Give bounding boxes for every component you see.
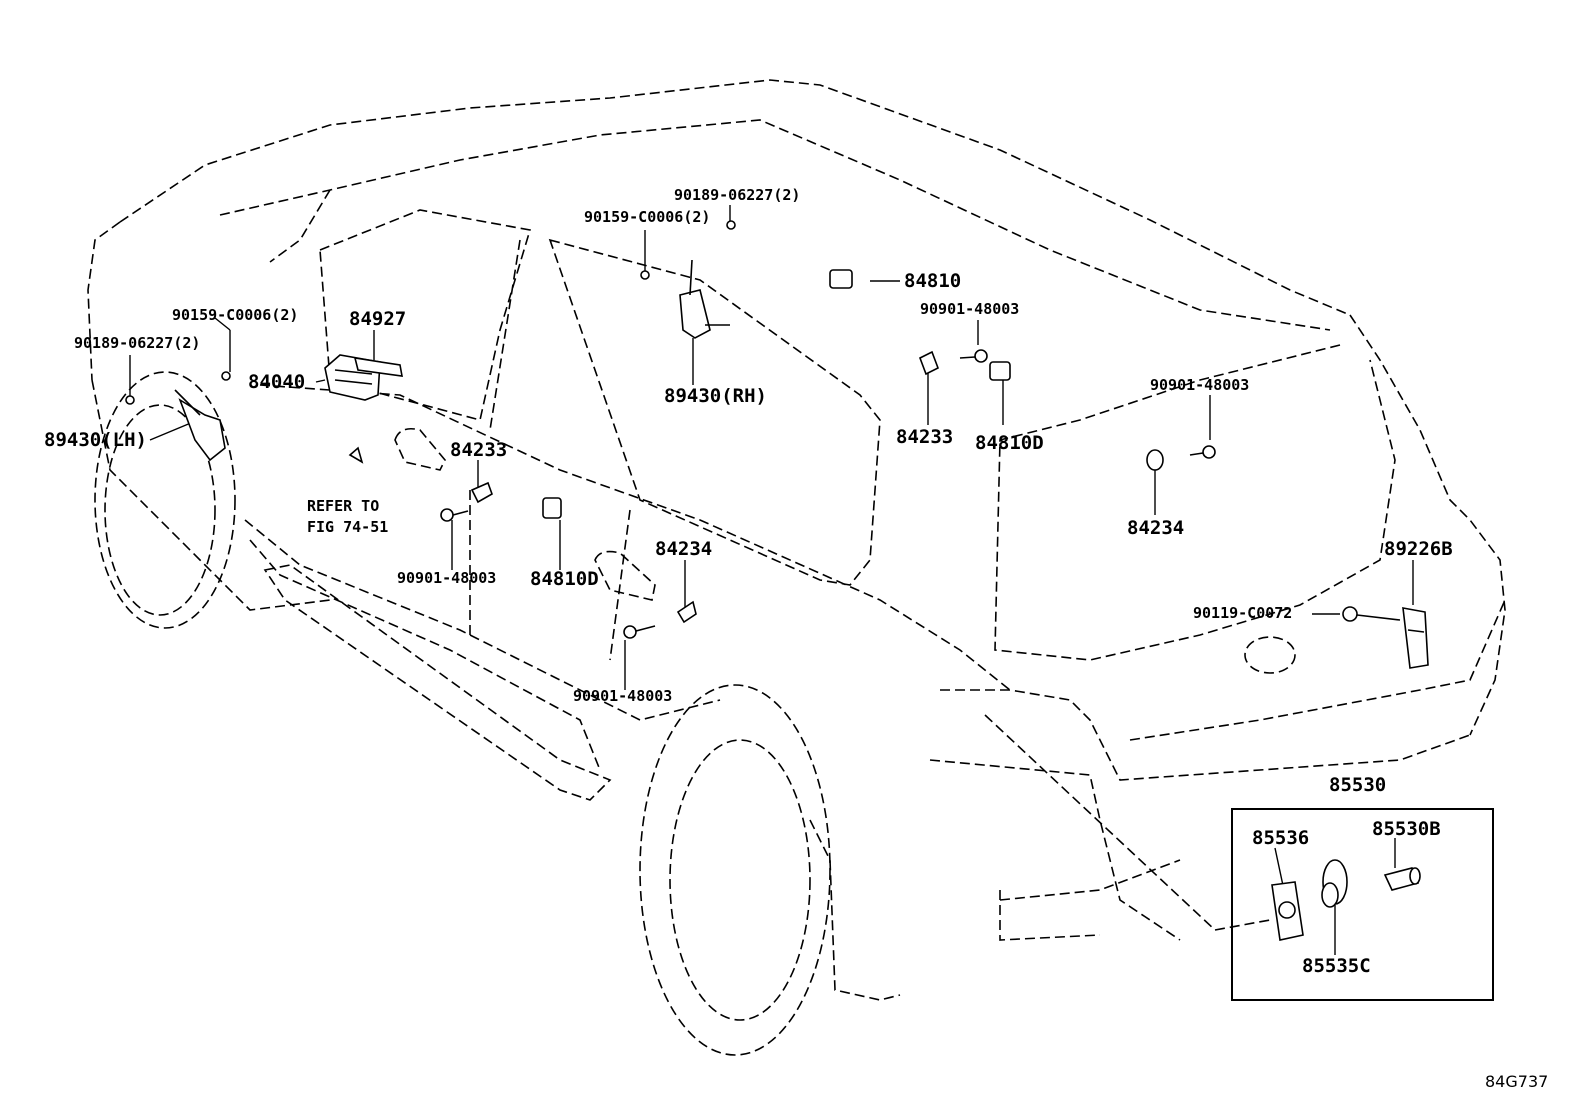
label-90189-left: 90189-06227(2) — [74, 334, 201, 352]
clip-84234-rh-icon — [1147, 450, 1163, 470]
label-85536: 85536 — [1252, 827, 1310, 849]
label-84233-rh: 84233 — [896, 426, 954, 448]
courtesy-switch-84810d-front-icon — [543, 498, 561, 518]
courtesy-switch-84810-icon — [830, 270, 852, 288]
refer-note: REFER TO FIG 74-51 — [307, 496, 388, 538]
figure-id: 84G737 — [1485, 1072, 1549, 1091]
part-glyphs — [126, 221, 1428, 940]
bolt-90901-front-icon — [441, 509, 468, 521]
bolt-90901-rear-right-icon — [1190, 446, 1215, 458]
clip-84233-rh-icon — [920, 352, 938, 374]
cylinder-85530b-icon — [1385, 868, 1420, 890]
inset-box-85530 — [1231, 808, 1494, 1001]
label-90159-top: 90159-C0006(2) — [584, 208, 711, 226]
label-84810d-rh: 84810D — [975, 432, 1044, 454]
label-90189-top: 90189-06227(2) — [674, 186, 801, 204]
height-sensor-lh-icon — [126, 372, 230, 460]
sensor-89226b-icon — [1403, 608, 1428, 668]
label-84040: 84040 — [248, 371, 306, 393]
label-85535c: 85535C — [1302, 955, 1371, 977]
label-90901-rear-door: 90901-48003 — [573, 687, 673, 705]
label-84234-rh: 84234 — [1127, 517, 1185, 539]
bolt-90901-rear-door-icon — [624, 626, 655, 638]
leader-lines — [130, 205, 1413, 955]
label-85530b: 85530B — [1372, 818, 1441, 840]
refer-note-line2: FIG 74-51 — [307, 518, 389, 536]
label-90159-left: 90159-C0006(2) — [172, 306, 299, 324]
height-sensor-rh-icon — [641, 221, 735, 338]
bolt-90119-icon — [1343, 607, 1400, 621]
courtesy-switch-84810d-rh-icon — [990, 362, 1010, 380]
label-84927: 84927 — [349, 308, 407, 330]
label-84810: 84810 — [904, 270, 962, 292]
clip-84234-front-icon — [678, 602, 696, 622]
clip-84233-front-icon — [472, 483, 492, 502]
fuel-lid-opener-85536-icon — [1272, 882, 1303, 940]
label-84234-front: 84234 — [655, 538, 713, 560]
label-89430-lh: 89430(LH) — [44, 429, 147, 451]
label-90901-rh: 90901-48003 — [920, 300, 1020, 318]
label-89226b: 89226B — [1384, 538, 1453, 560]
switch-84927-icon — [355, 358, 402, 376]
vehicle-outline — [88, 80, 1505, 1055]
label-90119: 90119-C0072 — [1193, 604, 1293, 622]
label-89430-rh: 89430(RH) — [664, 385, 767, 407]
refer-note-line1: REFER TO — [307, 497, 380, 515]
label-90901-front: 90901-48003 — [397, 569, 497, 587]
cover-85535c-icon — [1322, 860, 1347, 907]
label-85530: 85530 — [1329, 774, 1387, 796]
label-84810d-front: 84810D — [530, 568, 599, 590]
label-84233-front: 84233 — [450, 439, 508, 461]
label-90901-rear-right: 90901-48003 — [1150, 376, 1250, 394]
bolt-90901-rh-icon — [960, 350, 987, 362]
clip-refer-icon — [350, 448, 362, 462]
